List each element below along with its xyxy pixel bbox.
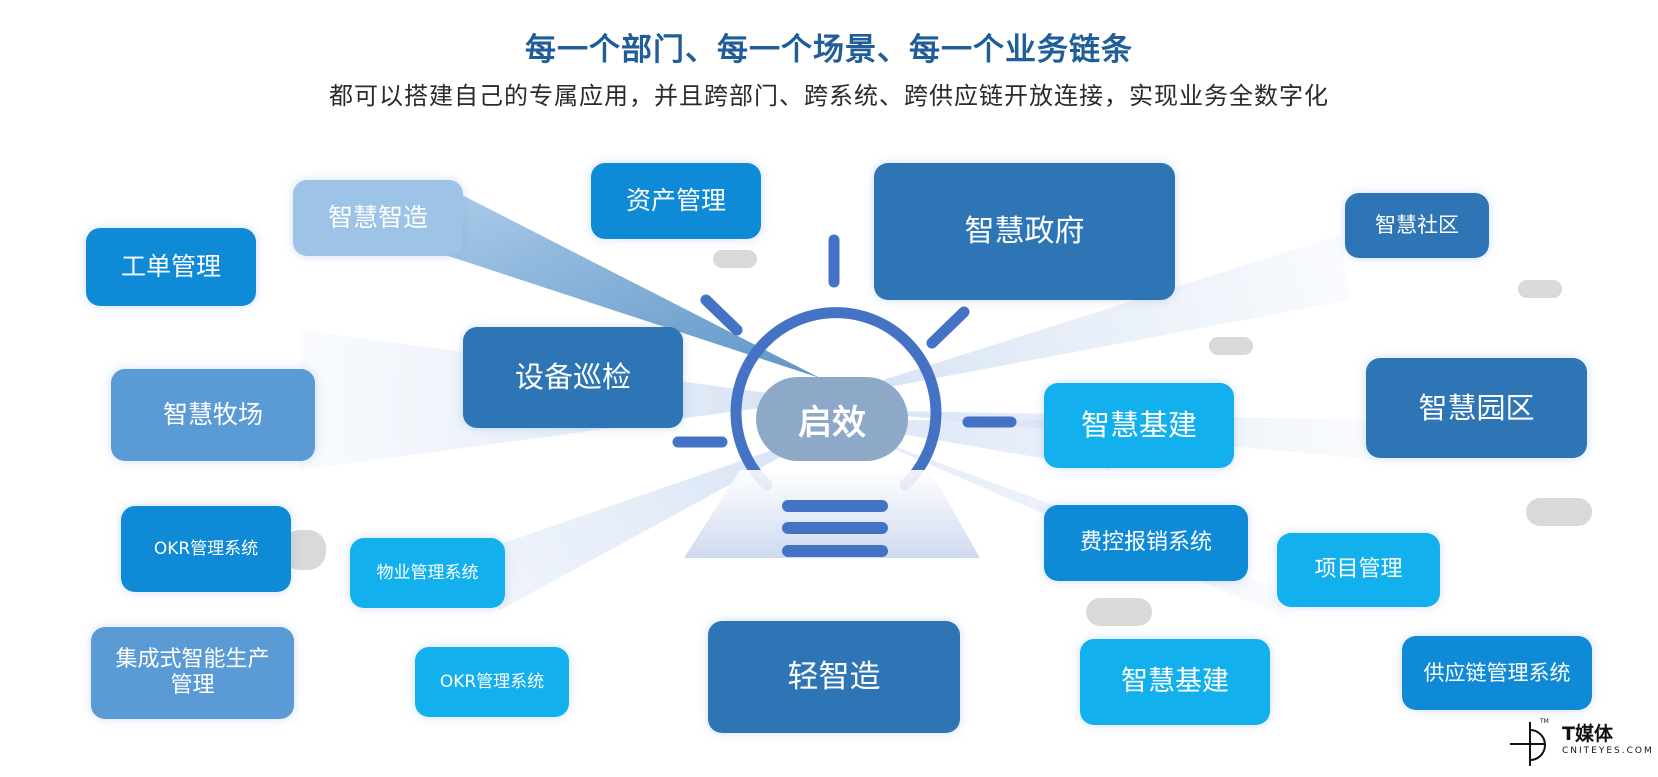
- placeholder-pill: [1209, 337, 1253, 355]
- node-yuanqu: 智慧园区: [1366, 358, 1587, 458]
- beam: [440, 430, 830, 610]
- bulb-screw: [782, 500, 888, 512]
- node-shequ: 智慧社区: [1345, 193, 1489, 258]
- node-jijian-1: 智慧基建: [1044, 383, 1234, 468]
- logo-name-cn: T媒体: [1562, 723, 1613, 745]
- node-zhengfu: 智慧政府: [874, 163, 1175, 300]
- node-jijian-2: 智慧基建: [1080, 639, 1270, 725]
- node-shebei: 设备巡检: [463, 327, 683, 428]
- bulb-screw: [782, 545, 888, 557]
- bulb-base: [684, 470, 980, 558]
- page-title: 每一个部门、每一个场景、每一个业务链条: [525, 32, 1133, 68]
- bulb-ray: [700, 294, 743, 336]
- page-subtitle: 都可以搭建自己的专属应用，并且跨部门、跨系统、跨供应链开放连接，实现业务全数字化: [329, 82, 1329, 110]
- node-zhihui-zhizao: 智慧智造: [293, 180, 463, 256]
- node-jicheng: 集成式智能生产管理: [91, 627, 294, 719]
- node-qing-zhizao: 轻智造: [708, 621, 960, 733]
- placeholder-pill: [1518, 280, 1562, 298]
- node-xiangmu: 项目管理: [1277, 533, 1440, 607]
- logo-mark-icon: [1510, 722, 1546, 766]
- beam-highlight: [430, 195, 820, 378]
- node-gongying: 供应链管理系统: [1402, 636, 1592, 710]
- brand-logo: TM T媒体 CNITEYES.COM: [1506, 718, 1652, 770]
- bulb-screw: [782, 522, 888, 534]
- center-capsule: [756, 377, 908, 461]
- node-okr-1: OKR管理系统: [121, 506, 291, 592]
- logo-tm: TM: [1540, 718, 1549, 725]
- placeholder-pill: [1086, 598, 1152, 626]
- node-zichan: 资产管理: [591, 163, 761, 239]
- center-label: 启效: [798, 402, 866, 443]
- placeholder-pill: [1526, 498, 1592, 526]
- node-okr-2: OKR管理系统: [415, 647, 569, 717]
- logo-name-en: CNITEYES.COM: [1562, 746, 1654, 756]
- node-muchang: 智慧牧场: [111, 369, 315, 461]
- node-wuye: 物业管理系统: [350, 538, 505, 608]
- placeholder-pill: [713, 250, 757, 268]
- beam: [820, 235, 1350, 400]
- node-gongdan: 工单管理: [86, 228, 256, 306]
- bulb-ray: [926, 306, 970, 349]
- node-feikong: 费控报销系统: [1044, 505, 1248, 581]
- bulb-ring: [730, 307, 942, 491]
